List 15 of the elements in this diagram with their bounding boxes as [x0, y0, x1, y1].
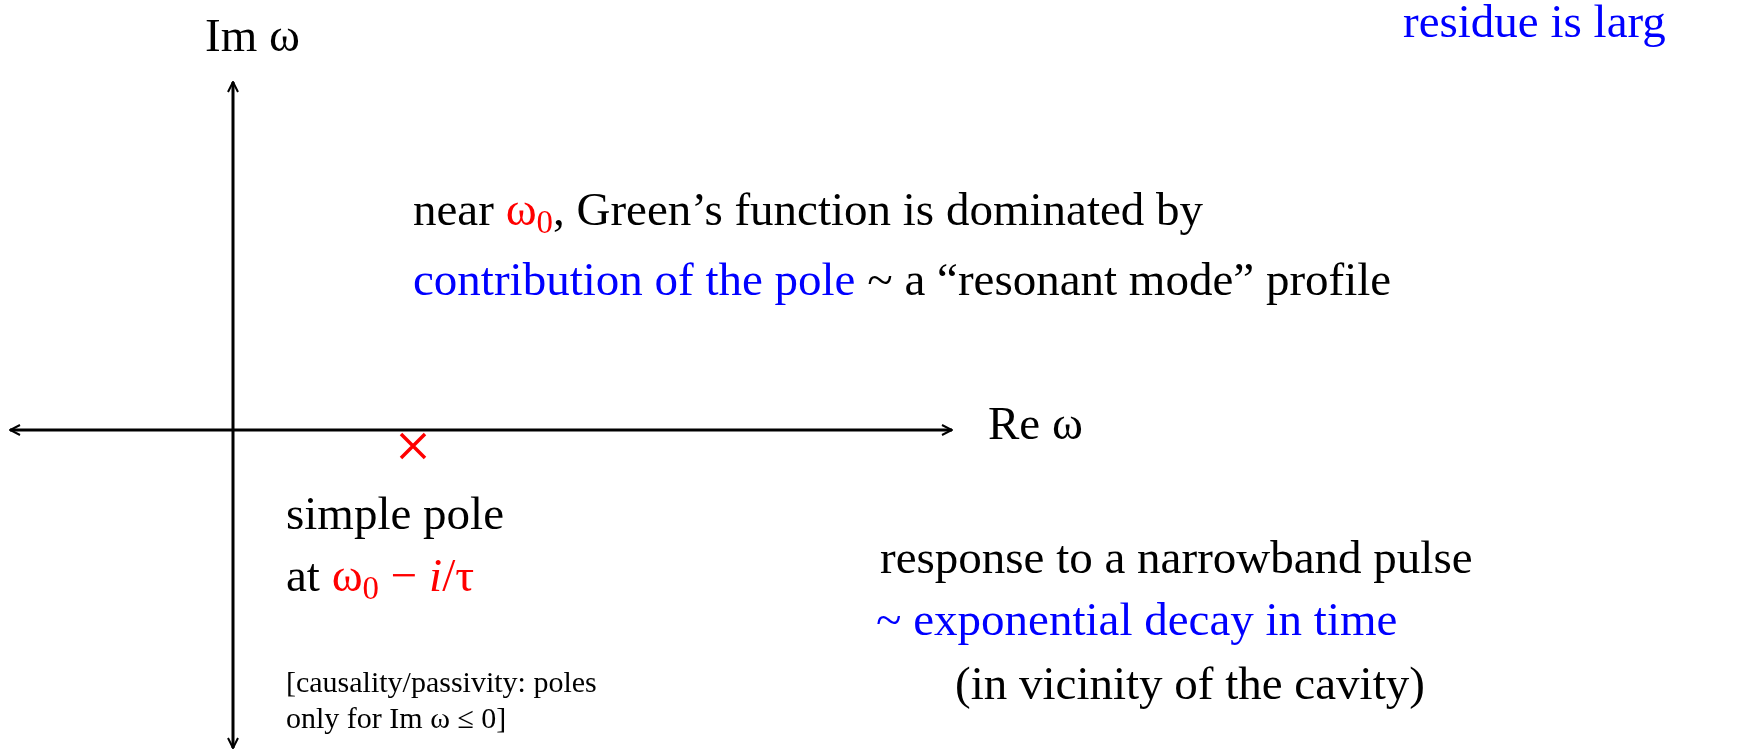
annotation-text: , Green’s function is dominated by	[553, 182, 1204, 237]
annotation-text: contribution of the pole	[413, 252, 856, 307]
annotation-text: ~ a “resonant mode” profile	[867, 252, 1392, 307]
symbol-text: ω$_{0}$	[505, 182, 553, 237]
annotation-text: (in vicinity of the cavity)	[955, 656, 1425, 711]
pole-label: simple pole	[286, 486, 504, 541]
note-text: residue is larg	[1403, 0, 1666, 49]
annotation-text: ~ exponential decay in time	[876, 592, 1398, 647]
annotation-text: near	[413, 182, 494, 237]
footnote-text: [causality/passivity: poles only for Im ω ≤ 0]	[286, 664, 598, 736]
pole-label: at	[286, 548, 320, 603]
pole-formula: ω$_{0}$ − i/τ	[331, 548, 475, 603]
axis-label: Re ω	[988, 396, 1083, 451]
annotation-text: response to a narrowband pulse	[880, 530, 1473, 585]
axis-label: Im ω	[205, 8, 300, 63]
